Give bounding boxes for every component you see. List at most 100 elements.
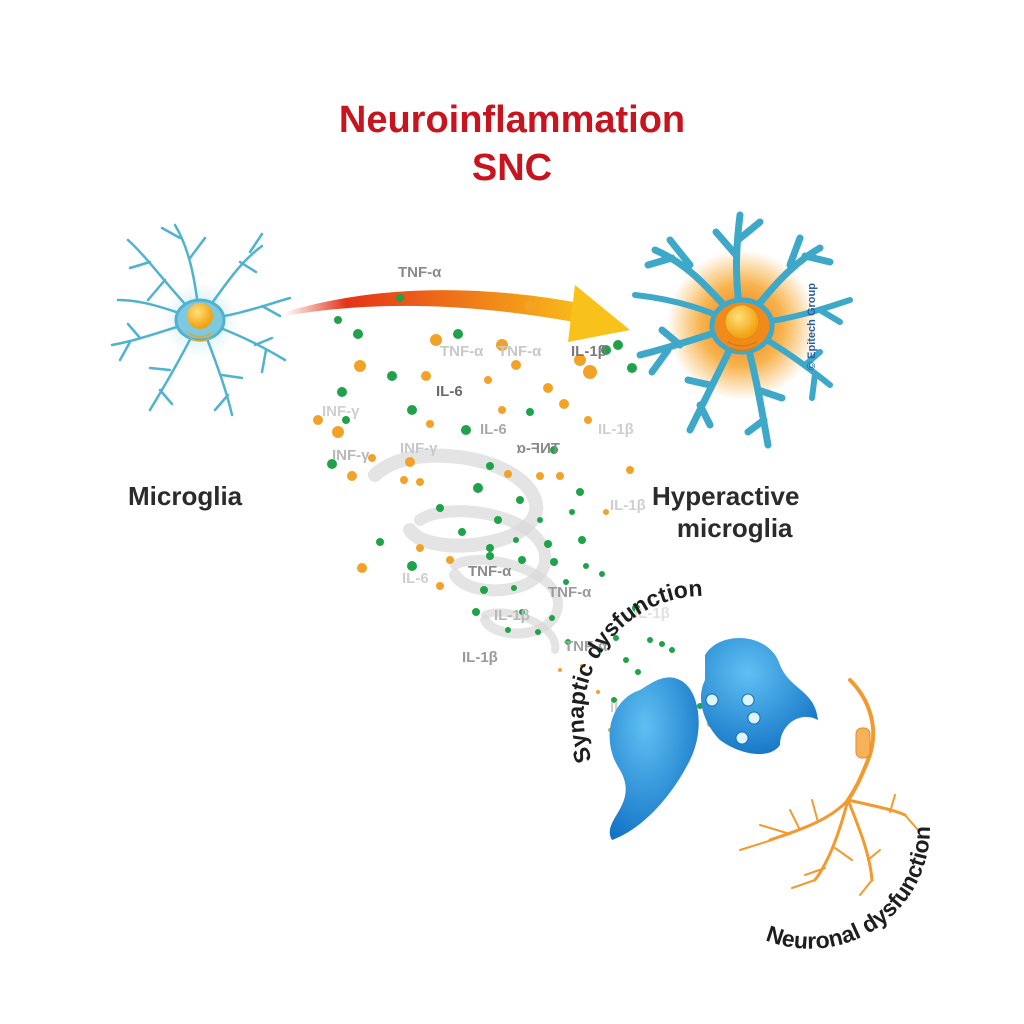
green-cytokine-dot [486, 552, 494, 560]
cytokine-label: IL-6 [402, 570, 429, 587]
green-cytokine-dot [461, 425, 471, 435]
green-cytokine-dot [565, 639, 571, 645]
green-cytokine-dot [407, 405, 417, 415]
cytokine-label: IL-1β [634, 605, 670, 622]
green-cytokine-dot [578, 536, 586, 544]
orange-cytokine-dot [559, 399, 569, 409]
green-cytokine-dot [535, 629, 541, 635]
orange-cytokine-dot [405, 457, 415, 467]
orange-cytokine-dot [421, 371, 431, 381]
green-cytokine-dot [563, 579, 569, 585]
orange-cytokine-dot [436, 582, 444, 590]
green-cytokine-dot [669, 647, 675, 653]
cytokine-label: INF-γ [400, 440, 438, 457]
green-cytokine-dot [473, 483, 483, 493]
green-cytokine-dot [458, 528, 466, 536]
activation-arrow [285, 285, 630, 342]
green-cytokine-dot [549, 615, 555, 621]
green-cytokine-dot [526, 408, 534, 416]
orange-cytokine-dot [574, 354, 586, 366]
cytokine-label: IL-6 [436, 383, 463, 400]
green-cytokine-dot [611, 697, 617, 703]
cytokine-label: IL-6 [480, 421, 507, 438]
cytokine-dots [313, 294, 719, 732]
green-cytokine-dot [486, 462, 494, 470]
green-cytokine-dot [576, 488, 584, 496]
green-cytokine-dot [453, 329, 463, 339]
microglia-cell-icon [110, 223, 292, 417]
green-cytokine-dot [472, 608, 480, 616]
green-cytokine-dot [623, 657, 629, 663]
orange-cytokine-dot [626, 466, 634, 474]
hyperactive-microglia-icon [632, 211, 853, 449]
orange-cytokine-dot [525, 301, 535, 311]
green-cytokine-dot [632, 604, 640, 612]
title-line-2: SNC [471, 147, 553, 189]
orange-cytokine-dot [430, 334, 442, 346]
orange-cytokine-dot [504, 470, 512, 478]
hyperactive-label-line-2: microglia [676, 513, 793, 543]
cytokine-swirl [368, 448, 563, 654]
green-cytokine-dot [519, 609, 525, 615]
orange-cytokine-dot [511, 360, 521, 370]
orange-cytokine-dot [558, 668, 562, 672]
orange-cytokine-dot [426, 420, 434, 428]
orange-cytokine-dot [580, 664, 584, 668]
green-cytokine-dot [480, 586, 488, 594]
green-cytokine-dot [599, 571, 605, 577]
cytokine-label: IL-1β [598, 421, 634, 438]
cytokine-label: IL-1β [462, 649, 498, 666]
cytokine-label: TNF-α [440, 343, 484, 360]
cytokine-label: TNF-α [548, 584, 592, 601]
cytokine-label: TNF-α [398, 264, 442, 281]
green-cytokine-dot [550, 446, 558, 454]
cytokine-label: TNF-α [498, 343, 542, 360]
orange-cytokine-dot [332, 426, 344, 438]
microglia-label: Microglia [128, 481, 243, 511]
orange-cytokine-dot [313, 415, 323, 425]
green-cytokine-dot [583, 563, 589, 569]
orange-cytokine-dot [603, 509, 609, 515]
green-cytokine-dot [494, 516, 502, 524]
cytokine-label: IL-1β [494, 607, 530, 624]
green-cytokine-dot [597, 647, 603, 653]
green-cytokine-dot [544, 540, 552, 548]
cytokine-label: TNF-α [468, 563, 512, 580]
green-cytokine-dot [396, 294, 404, 302]
orange-cytokine-dot [543, 383, 553, 393]
orange-cytokine-dot [400, 476, 408, 484]
green-cytokine-dot [516, 496, 524, 504]
cytokine-label: INF-γ [332, 447, 370, 464]
green-cytokine-dot [436, 504, 444, 512]
hyperactive-label-line-1: Hyperactive [652, 481, 800, 511]
green-cytokine-dot [659, 641, 665, 647]
green-cytokine-dot [376, 538, 384, 546]
orange-cytokine-dot [416, 544, 424, 552]
green-cytokine-dot [513, 537, 519, 543]
synapse-icon [609, 638, 818, 840]
green-cytokine-dot [627, 363, 637, 373]
orange-cytokine-dot [583, 365, 597, 379]
cytokine-label: TNF-α [564, 638, 608, 655]
cytokine-label: IL-1β [610, 497, 646, 514]
green-cytokine-dot [327, 459, 337, 469]
green-cytokine-dot [387, 371, 397, 381]
green-cytokine-dot [518, 556, 526, 564]
orange-cytokine-dot [496, 339, 508, 351]
green-cytokine-dot [353, 329, 363, 339]
cytokine-label: INF-γ [322, 403, 360, 420]
orange-cytokine-dot [357, 563, 367, 573]
neuron-icon [739, 678, 919, 896]
orange-cytokine-dot [368, 454, 376, 462]
orange-cytokine-dot [584, 416, 592, 424]
orange-cytokine-dot [416, 478, 424, 486]
green-cytokine-dot [486, 544, 494, 552]
copyright-text: © Epitech Group [806, 283, 818, 370]
neuronal-dysfunction-label: Neuronal dysfunction [763, 826, 935, 954]
green-cytokine-dot [334, 316, 342, 324]
orange-cytokine-dot [354, 360, 366, 372]
green-cytokine-dot [342, 416, 350, 424]
green-cytokine-dot [569, 509, 575, 515]
green-cytokine-dot [511, 585, 517, 591]
